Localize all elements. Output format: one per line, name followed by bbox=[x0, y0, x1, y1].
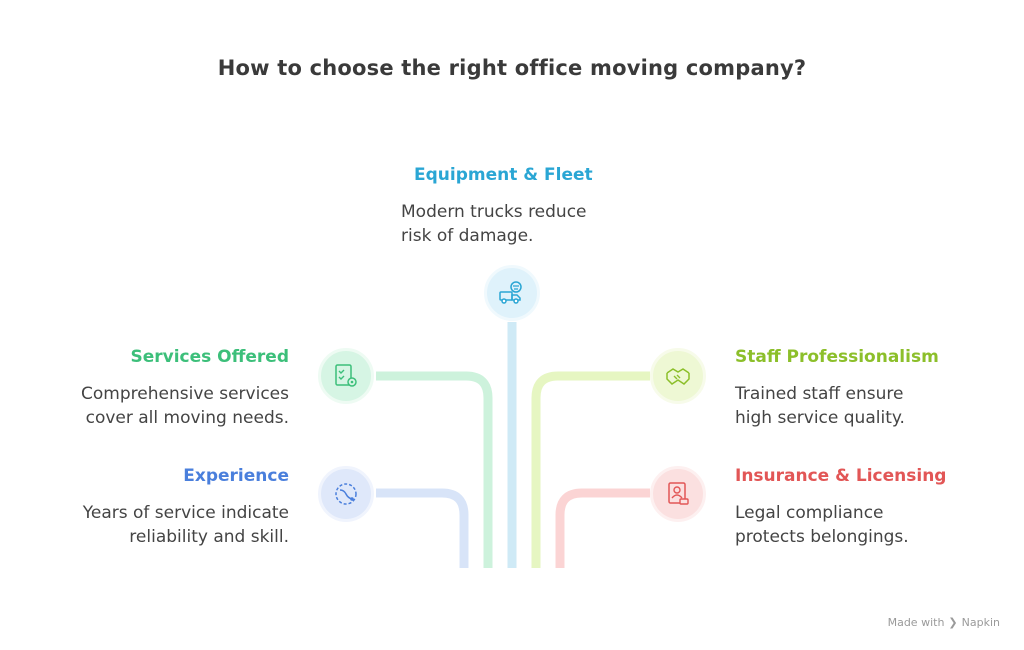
page-title: How to choose the right office moving co… bbox=[217, 56, 807, 80]
equipment-desc-line2: risk of damage. bbox=[401, 226, 534, 246]
insurance-heading: Insurance & Licensing bbox=[735, 466, 947, 486]
equipment-heading: Equipment & Fleet bbox=[414, 165, 593, 185]
footer-watermark: Made with ❯ Napkin bbox=[888, 616, 1000, 629]
services-circle bbox=[318, 348, 374, 404]
staff-heading: Staff Professionalism bbox=[735, 347, 939, 367]
experience-circle bbox=[318, 466, 374, 522]
services-desc-line2: cover all moving needs. bbox=[85, 408, 289, 428]
license-icon bbox=[668, 482, 689, 505]
footer-made-with: Made with bbox=[887, 616, 945, 629]
equipment-circle bbox=[484, 265, 540, 321]
staff-desc: Trained staff ensure high service qualit… bbox=[735, 382, 905, 430]
napkin-logo-icon: ❯ bbox=[948, 616, 958, 629]
experience-desc: Years of service indicate reliability an… bbox=[83, 501, 289, 549]
staff-connector bbox=[531, 371, 650, 568]
services-heading: Services Offered bbox=[130, 347, 289, 367]
services-connector bbox=[376, 371, 493, 568]
insurance-desc-line2: protects belongings. bbox=[735, 527, 909, 547]
truck-icon bbox=[499, 281, 522, 304]
experience-desc-line2: reliability and skill. bbox=[129, 527, 289, 547]
staff-desc-line2: high service quality. bbox=[735, 408, 905, 428]
staff-desc-line1: Trained staff ensure bbox=[735, 384, 904, 404]
path-icon bbox=[335, 483, 357, 505]
services-desc: Comprehensive services cover all moving … bbox=[81, 382, 289, 430]
insurance-circle bbox=[650, 466, 706, 522]
insurance-desc-line1: Legal compliance bbox=[735, 503, 884, 523]
footer-brand: Napkin bbox=[961, 616, 1000, 629]
services-desc-line1: Comprehensive services bbox=[81, 384, 289, 404]
experience-connector bbox=[376, 488, 469, 568]
insurance-desc: Legal compliance protects belongings. bbox=[735, 501, 909, 549]
staff-circle bbox=[650, 348, 706, 404]
checklist-gear-icon bbox=[335, 364, 357, 387]
experience-desc-line1: Years of service indicate bbox=[82, 503, 289, 523]
handshake-icon bbox=[666, 368, 690, 385]
equipment-desc-line1: Modern trucks reduce bbox=[401, 202, 587, 222]
experience-heading: Experience bbox=[183, 466, 289, 486]
equipment-desc: Modern trucks reduce risk of damage. bbox=[401, 200, 587, 248]
insurance-connector bbox=[555, 488, 650, 568]
